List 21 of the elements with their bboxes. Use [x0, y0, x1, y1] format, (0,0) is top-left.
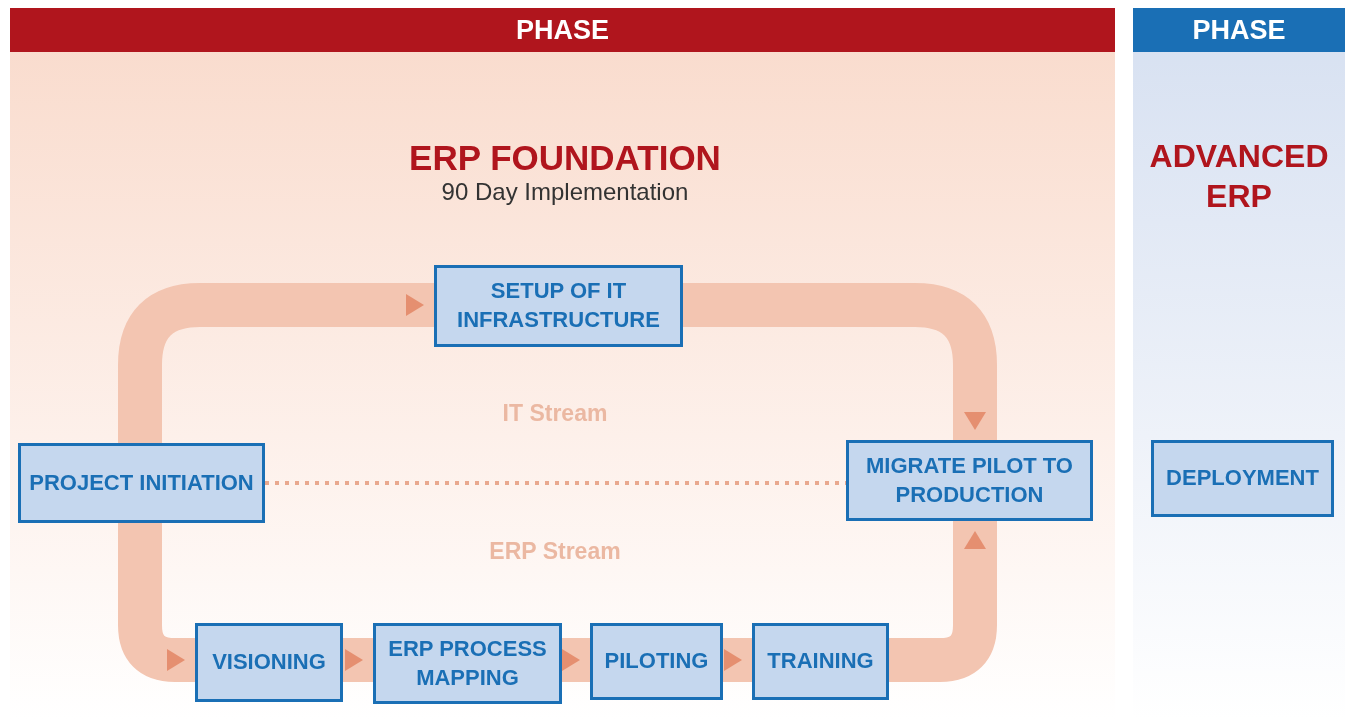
process-box: VISIONING [195, 623, 343, 702]
stream-label: ERP Stream [489, 538, 621, 565]
flow-arrow [683, 283, 997, 440]
process-box: TRAINING [752, 623, 889, 700]
flow-arrow [343, 638, 373, 682]
stream-label: IT Stream [502, 400, 608, 427]
flow-arrow [889, 521, 997, 682]
flow-arrow [723, 638, 752, 682]
phase-title: ADVANCED ERP [1148, 137, 1330, 216]
process-box: SETUP OF IT INFRASTRUCTURE [434, 265, 683, 347]
process-box: DEPLOYMENT [1151, 440, 1334, 517]
phase-header: PHASE [1133, 8, 1345, 52]
process-box: PROJECT INITIATION [18, 443, 265, 523]
process-box: ERP PROCESS MAPPING [373, 623, 562, 704]
flow-arrow [118, 523, 197, 682]
flow-arrow [562, 638, 590, 682]
phase-subtitle: 90 Day Implementation [440, 178, 690, 206]
process-box: MIGRATE PILOT TO PRODUCTION [846, 440, 1093, 521]
process-box: PILOTING [590, 623, 723, 700]
phase-header: PHASE [10, 8, 1115, 52]
phase-title: ERP FOUNDATION [408, 138, 722, 178]
